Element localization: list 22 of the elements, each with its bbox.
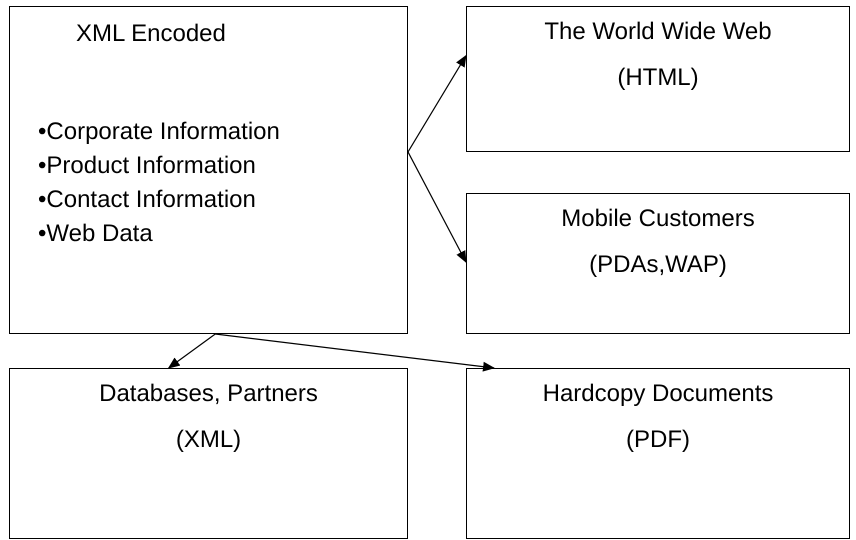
bullet-item: •Corporate Information xyxy=(38,117,280,147)
bullet-item: •Product Information xyxy=(38,151,256,181)
box-subtitle: (HTML) xyxy=(617,63,699,93)
box-heading: XML Encoded xyxy=(76,19,226,49)
text-box xyxy=(9,6,408,334)
arrow xyxy=(407,152,467,263)
arrow xyxy=(407,54,467,152)
arrow xyxy=(215,333,496,372)
box-subtitle: (XML) xyxy=(176,425,242,455)
box-heading: Databases, Partners xyxy=(99,379,318,409)
box-heading: Mobile Customers xyxy=(561,204,755,234)
box-subtitle: (PDAs,WAP) xyxy=(589,250,727,280)
box-subtitle: (PDF) xyxy=(626,425,690,455)
bullet-item: •Contact Information xyxy=(38,185,256,215)
box-heading: Hardcopy Documents xyxy=(542,379,774,409)
box-heading: The World Wide Web xyxy=(544,17,772,47)
text-box xyxy=(466,368,850,539)
text-box xyxy=(9,368,408,539)
arrow xyxy=(168,334,216,369)
text-box xyxy=(466,193,850,334)
text-box xyxy=(466,6,850,152)
bullet-item: •Web Data xyxy=(38,219,153,249)
